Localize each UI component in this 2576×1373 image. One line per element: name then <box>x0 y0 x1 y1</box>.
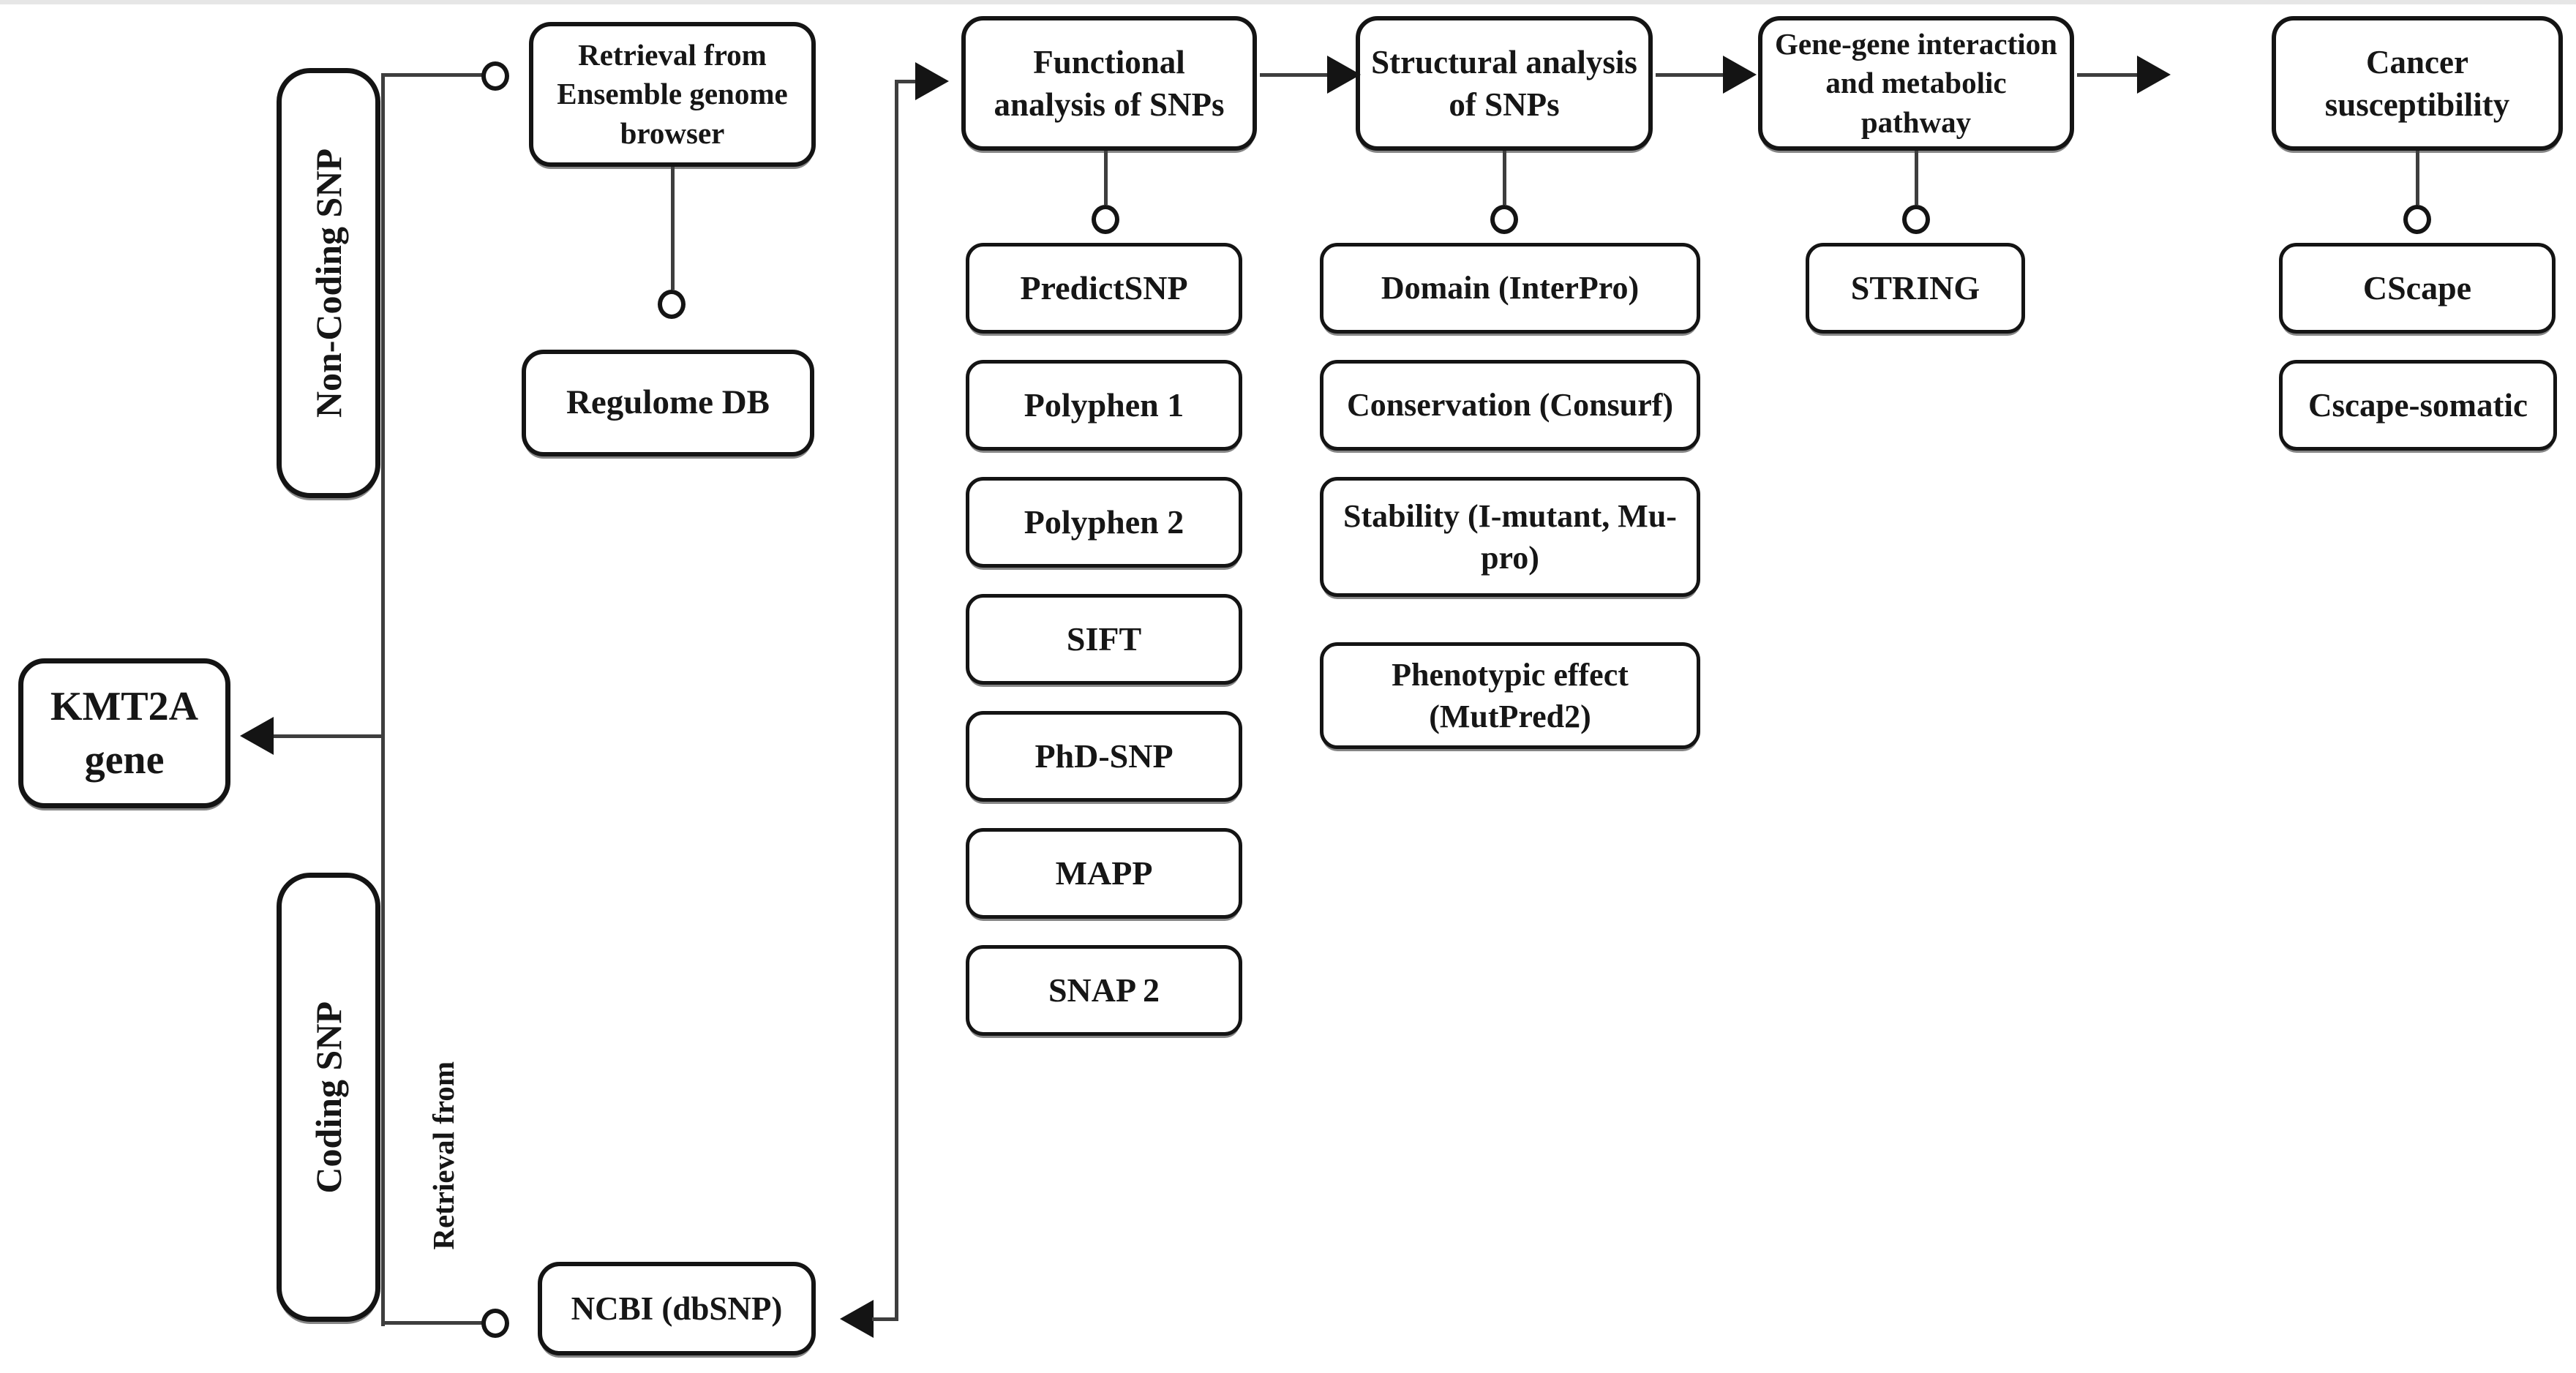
structural-node-circle <box>1490 205 1518 234</box>
ensemble-browser-box: Retrieval from Ensemble genome browser <box>529 22 816 167</box>
top-branch-node-circle <box>481 61 509 91</box>
tool-polyphen1-label: Polyphen 1 <box>1024 386 1184 424</box>
coding-snp-label: Coding SNP <box>307 1001 349 1194</box>
ensemble-node-circle <box>658 290 686 319</box>
header-functional-label: Functional analysis of SNPs <box>994 43 1225 124</box>
ncbi-arrowhead-icon <box>840 1300 874 1338</box>
arrow-structural-genegene-head-icon <box>1723 56 1757 94</box>
cancer-node-circle <box>2403 205 2431 234</box>
header-gene-gene-label: Gene-gene interaction and metabolic path… <box>1775 27 2057 139</box>
kmt2a-label: KMT2A gene <box>50 683 199 783</box>
ncbi-label: NCBI (dbSNP) <box>571 1290 783 1327</box>
tool-phdsnp-box: PhD-SNP <box>966 711 1242 802</box>
noncoding-snp-label: Non-Coding SNP <box>307 148 349 418</box>
tool-stability-label: Stability (I-mutant, Mu-pro) <box>1343 497 1677 576</box>
ensemble-stem-line <box>671 167 675 290</box>
trunk-line <box>381 73 385 1326</box>
retrieval-from-note: Retrieval from <box>416 1035 471 1276</box>
figure-top-border <box>0 0 2576 4</box>
header-cancer-label: Cancer susceptibility <box>2324 43 2510 124</box>
tool-predictsnp-box: PredictSNP <box>966 243 1242 334</box>
ncbi-connector-bottom-line <box>872 1317 898 1321</box>
header-gene-gene-interaction: Gene-gene interaction and metabolic path… <box>1758 16 2074 151</box>
trunk-bottom-branch-line <box>381 1321 484 1325</box>
tool-mapp-label: MAPP <box>1055 854 1153 892</box>
header-cancer-susceptibility: Cancer susceptibility <box>2272 16 2563 151</box>
tool-cscape-somatic-label: Cscape-somatic <box>2308 386 2528 424</box>
regulome-label: Regulome DB <box>566 383 770 422</box>
tool-predictsnp-label: PredictSNP <box>1020 269 1188 307</box>
tool-string-box: STRING <box>1806 243 2025 334</box>
kmt2a-box: KMT2A gene <box>18 658 230 808</box>
tool-cscape-label: CScape <box>2362 269 2472 307</box>
bottom-branch-node-circle <box>481 1309 509 1338</box>
tool-phenotypic-effect-label: Phenotypic effect (MutPred2) <box>1392 656 1629 734</box>
tool-cscape-somatic-box: Cscape-somatic <box>2279 360 2557 451</box>
regulome-box: Regulome DB <box>522 350 814 456</box>
structural-stem-line <box>1503 151 1506 205</box>
functional-stem-line <box>1104 151 1108 205</box>
header-structural-label: Structural analysis of SNPs <box>1371 43 1637 124</box>
coding-snp-box: Coding SNP <box>277 873 380 1322</box>
kmt2a-arrow-line <box>272 734 383 738</box>
tool-polyphen1-box: Polyphen 1 <box>966 360 1242 451</box>
genegene-node-circle <box>1902 205 1930 234</box>
tool-conservation-consurf-label: Conservation (Consurf) <box>1346 387 1674 424</box>
functional-node-circle <box>1092 205 1119 234</box>
tool-snap2-box: SNAP 2 <box>966 945 1242 1036</box>
tool-polyphen2-label: Polyphen 2 <box>1024 503 1184 541</box>
noncoding-snp-box: Non-Coding SNP <box>277 68 380 498</box>
ncbi-box: NCBI (dbSNP) <box>538 1262 816 1355</box>
arrow-structural-genegene-line <box>1656 73 1723 77</box>
genegene-stem-line <box>1915 151 1918 205</box>
ncbi-connector-top-line <box>895 80 915 83</box>
retrieval-from-note-label: Retrieval from <box>427 1061 460 1250</box>
tool-mapp-box: MAPP <box>966 828 1242 919</box>
header-functional-analysis: Functional analysis of SNPs <box>961 16 1257 151</box>
header-structural-analysis: Structural analysis of SNPs <box>1356 16 1653 151</box>
arrow-functional-structural-line <box>1260 73 1327 77</box>
arrow-genegene-cancer-line <box>2077 73 2137 77</box>
tool-sift-label: SIFT <box>1066 620 1142 658</box>
tool-cscape-box: CScape <box>2279 243 2556 334</box>
arrow-functional-structural-head-icon <box>1327 56 1361 94</box>
functional-arrowhead-icon <box>915 62 949 100</box>
kmt2a-arrowhead-icon <box>240 717 274 755</box>
tool-domain-interpro-label: Domain (InterPro) <box>1381 270 1640 306</box>
arrow-genegene-cancer-head-icon <box>2137 56 2171 94</box>
cancer-stem-line <box>2416 151 2419 205</box>
tool-conservation-consurf-box: Conservation (Consurf) <box>1320 360 1700 451</box>
tool-phdsnp-label: PhD-SNP <box>1034 737 1174 775</box>
ncbi-connector-vertical-line <box>895 80 898 1321</box>
tool-snap2-label: SNAP 2 <box>1048 971 1160 1009</box>
tool-string-label: STRING <box>1850 269 1980 307</box>
tool-sift-box: SIFT <box>966 594 1242 685</box>
trunk-top-branch-line <box>381 73 484 77</box>
ensemble-browser-label: Retrieval from Ensemble genome browser <box>557 38 788 150</box>
tool-phenotypic-effect-box: Phenotypic effect (MutPred2) <box>1320 642 1700 749</box>
tool-stability-box: Stability (I-mutant, Mu-pro) <box>1320 477 1700 597</box>
tool-polyphen2-box: Polyphen 2 <box>966 477 1242 568</box>
tool-domain-interpro-box: Domain (InterPro) <box>1320 243 1700 334</box>
